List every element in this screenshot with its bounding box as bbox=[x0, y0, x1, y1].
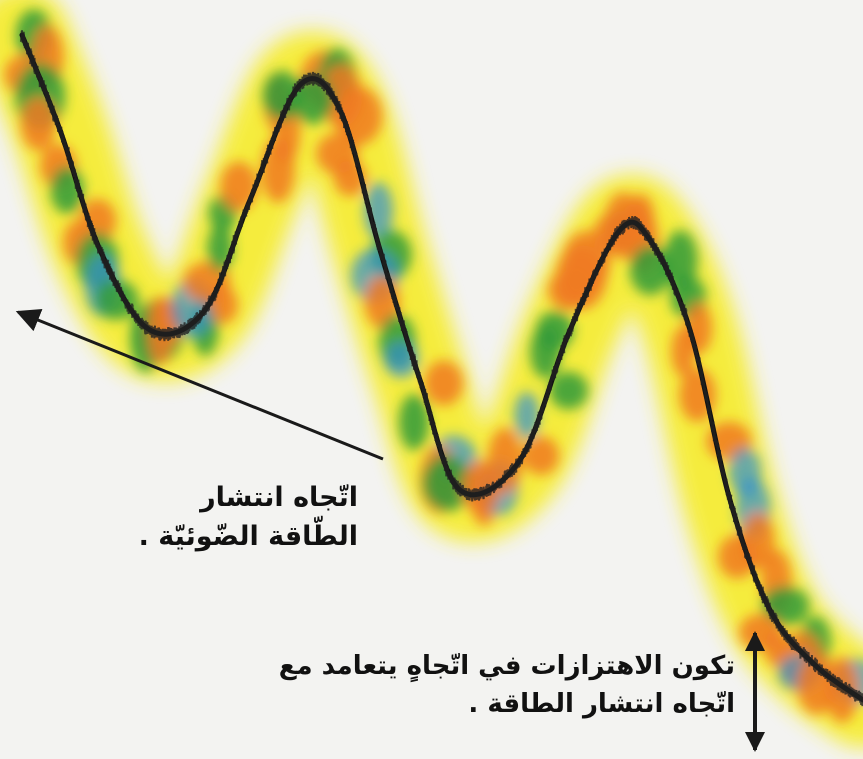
glow-patch bbox=[718, 534, 757, 579]
glow-patch bbox=[262, 71, 302, 121]
glow-patch bbox=[398, 394, 430, 451]
wave-glow-patches bbox=[4, 9, 863, 723]
glow-patch bbox=[522, 436, 560, 475]
propagation-caption-line-2: الطّاقة الضّوئيّة . bbox=[138, 521, 358, 553]
glow-patch bbox=[183, 261, 231, 303]
glow-patch bbox=[671, 326, 696, 377]
glow-patch bbox=[20, 97, 57, 151]
oscillation-caption-line-1: تكون الاهتزازات في اتّجاهٍ يتعامد مع bbox=[278, 651, 735, 681]
propagation-direction-arrow bbox=[15, 308, 384, 461]
glow-patch bbox=[220, 161, 258, 211]
glow-patch bbox=[487, 427, 523, 494]
glow-patch bbox=[424, 360, 464, 406]
light-wave-texture bbox=[20, 30, 863, 707]
propagation-caption: اتّجاه انتشار الطّاقة الضّوئيّة . bbox=[139, 478, 358, 556]
glow-patch bbox=[549, 371, 589, 410]
glow-patch bbox=[422, 455, 473, 512]
oscillation-caption: تكون الاهتزازات في اتّجاهٍ يتعامد مع اتّ… bbox=[279, 648, 735, 723]
propagation-caption-line-1: اتّجاه انتشار bbox=[200, 482, 358, 513]
oscillation-caption-line-2: اتّجاه انتشار الطاقة . bbox=[468, 688, 735, 719]
